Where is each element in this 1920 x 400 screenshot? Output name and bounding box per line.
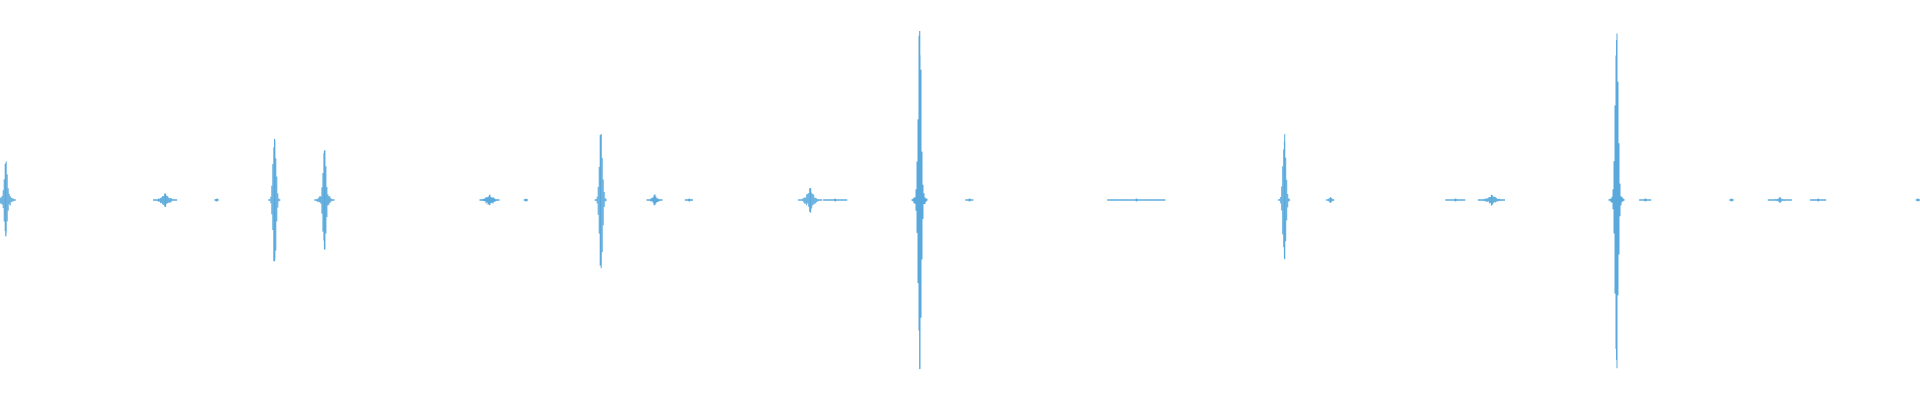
- waveform-burst: [1639, 198, 1652, 202]
- waveform-burst: [1107, 198, 1166, 202]
- waveform-burst: [911, 31, 928, 370]
- waveform-burst: [153, 193, 178, 207]
- waveform-burst: [1729, 198, 1734, 202]
- waveform-burst: [523, 198, 528, 202]
- waveform-trace: [0, 31, 1920, 370]
- waveform-burst: [594, 133, 607, 269]
- waveform-burst: [1278, 134, 1291, 260]
- waveform-burst: [0, 161, 16, 237]
- waveform-burst: [268, 138, 281, 262]
- waveform-burst: [823, 198, 848, 202]
- waveform-burst: [1608, 33, 1625, 369]
- waveform-burst: [1767, 197, 1792, 203]
- waveform-burst: [479, 194, 500, 206]
- waveform-burst: [1810, 198, 1827, 202]
- waveform-burst: [314, 150, 335, 250]
- waveform-burst: [214, 198, 219, 202]
- waveform-burst: [1445, 198, 1466, 202]
- waveform-burst: [1915, 198, 1920, 202]
- waveform-burst: [965, 198, 974, 202]
- waveform-burst: [1477, 194, 1505, 206]
- waveform-burst: [1326, 197, 1335, 203]
- waveform-burst: [684, 198, 693, 202]
- waveform-burst: [798, 188, 823, 213]
- waveform-burst: [646, 194, 663, 206]
